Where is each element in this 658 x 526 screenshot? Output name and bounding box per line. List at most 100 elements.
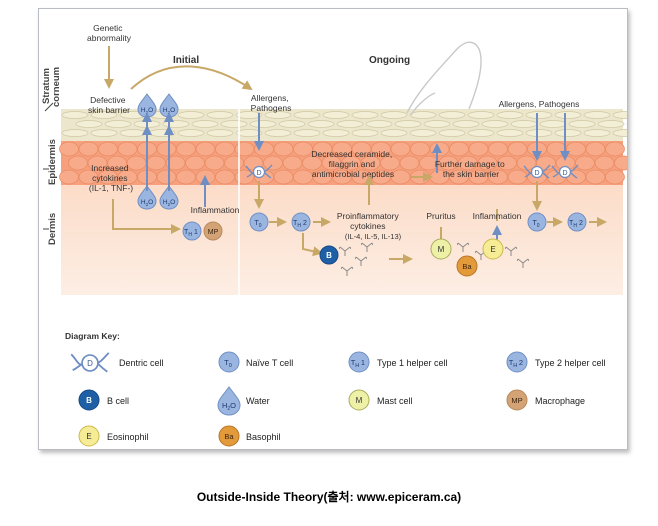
svg-text:TH: TH — [184, 229, 192, 238]
epidermis-cell — [98, 169, 118, 185]
water-drop-icon: H2O — [159, 185, 179, 210]
epidermis-cell — [390, 169, 411, 185]
epidermis-cell — [360, 155, 381, 171]
svg-text:Naïve T cell: Naïve T cell — [246, 358, 293, 368]
epidermis-cell — [176, 169, 196, 185]
svg-text:B: B — [86, 396, 92, 405]
pruritus-label: Pruritus — [426, 211, 455, 221]
corneum-cell — [264, 111, 292, 119]
th2-cell-right: TH 2 — [567, 212, 587, 232]
corneum-cell — [235, 129, 263, 137]
svg-text:B cell: B cell — [107, 396, 129, 406]
svg-text:Basophil: Basophil — [246, 432, 281, 442]
epidermis-cell — [59, 169, 79, 185]
epidermis-cell — [302, 155, 322, 171]
svg-text:Water: Water — [246, 396, 270, 406]
epidermis-cell — [312, 141, 333, 157]
corneum-cell — [409, 129, 437, 137]
inflammation-left-label: Inflammation — [191, 205, 240, 215]
epidermis-cell — [204, 155, 225, 171]
epidermis-cell — [488, 141, 508, 157]
key-th1-cell: TH 1 Type 1 helper cell — [348, 351, 448, 373]
b-cell-icon — [78, 389, 100, 411]
diagram-key-title: Diagram Key: — [65, 331, 120, 341]
epidermis-cell — [605, 141, 625, 157]
allergens-right-label: Allergens, Pathogens — [499, 99, 580, 109]
key-water: H2O Water — [217, 386, 270, 416]
basophil-cell-dermis: Ba — [456, 255, 478, 277]
corneum-cell — [583, 129, 611, 137]
svg-text:corneum: corneum — [51, 67, 62, 107]
svg-text:TH: TH — [569, 220, 577, 229]
epidermis-cell — [566, 141, 586, 157]
corneum-cell — [322, 111, 350, 119]
svg-text:Stratum: Stratum — [41, 68, 52, 104]
epidermis-cell — [293, 141, 313, 157]
epidermis-cell — [78, 141, 99, 157]
corneum-label: corneum — [51, 67, 62, 107]
epidermis-cell — [59, 141, 79, 157]
figure-caption: Outside-Inside Theory(출처: www.epiceram.c… — [196, 490, 462, 504]
svg-text:T0: T0 — [254, 220, 261, 229]
basophil-icon — [218, 425, 240, 447]
corneum-cell — [612, 111, 627, 119]
corneum-cell — [307, 120, 335, 128]
corneum-cell — [293, 111, 321, 119]
svg-text:Ba: Ba — [462, 262, 472, 271]
epidermis-cell — [234, 141, 255, 157]
svg-text:D: D — [87, 359, 93, 368]
increased-to-th1-arrow — [112, 199, 181, 234]
th2-cell-icon — [506, 351, 528, 373]
decreased-ceramide-label: Decreased ceramide, filaggrin and antimi… — [311, 149, 394, 179]
svg-text:H2O: H2O — [141, 199, 153, 207]
epidermis-cell — [176, 141, 196, 157]
corneum-cell — [177, 129, 205, 137]
corneum-cell — [177, 111, 205, 119]
water-drop-icon — [217, 386, 241, 416]
epidermis-cell — [488, 169, 508, 185]
key-b-cell: B B cell — [78, 389, 129, 411]
epidermis-cell — [117, 169, 138, 185]
corneum-cell — [467, 129, 495, 137]
corneum-cell — [380, 129, 408, 137]
corneum-cell — [496, 129, 524, 137]
svg-text:TH: TH — [351, 358, 360, 369]
svg-text:B: B — [326, 251, 332, 260]
svg-text:H2O: H2O — [222, 401, 236, 412]
allergens-left-label: Allergens, Pathogens — [251, 93, 292, 113]
key-th2-cell: TH 2 Type 2 helper cell — [506, 351, 606, 373]
epidermis-cell — [156, 169, 177, 185]
macrophage-cell: MP — [203, 221, 223, 241]
corneum-cell — [322, 129, 350, 137]
corneum-cell — [380, 111, 408, 119]
increased-cytokines-label: Increased cytokines (IL-1, TNF-) — [89, 163, 133, 193]
corneum-cell — [438, 129, 466, 137]
epidermis-cell — [497, 155, 517, 171]
proinflammatory-label: Proinflammatory cytokines (IL-4, IL-5, I… — [337, 211, 402, 241]
defective-barrier-label: Defective skin barrier — [88, 95, 130, 115]
corneum-cell — [264, 129, 292, 137]
svg-text:D: D — [534, 170, 539, 177]
dermis-label: Dermis — [47, 213, 58, 245]
corneum-cell — [612, 129, 627, 137]
svg-text:H2O: H2O — [163, 199, 175, 207]
epidermis-cell — [438, 155, 459, 171]
corneum-cell — [104, 120, 132, 128]
svg-text:Ba: Ba — [224, 432, 234, 441]
svg-text:1: 1 — [194, 229, 198, 236]
epidermis-cell — [273, 141, 294, 157]
epidermis-cell — [332, 169, 352, 185]
epidermis-cell — [410, 141, 430, 157]
svg-text:Mast cell: Mast cell — [377, 396, 413, 406]
epidermis-cell — [165, 155, 186, 171]
corneum-cell — [220, 120, 248, 128]
svg-text:E: E — [490, 245, 495, 254]
diagram-frame: Stratum corneum Epidermis Dermis Initial… — [38, 8, 628, 450]
mast-cell-icon — [348, 389, 370, 411]
epidermis-cell — [429, 141, 450, 157]
corneum-cell — [554, 129, 582, 137]
further-damage-label: Further damage to the skin barrier — [435, 159, 507, 179]
epidermis-cell — [419, 155, 439, 171]
corneum-cell — [61, 129, 89, 137]
stratum-label: Stratum — [41, 68, 52, 104]
